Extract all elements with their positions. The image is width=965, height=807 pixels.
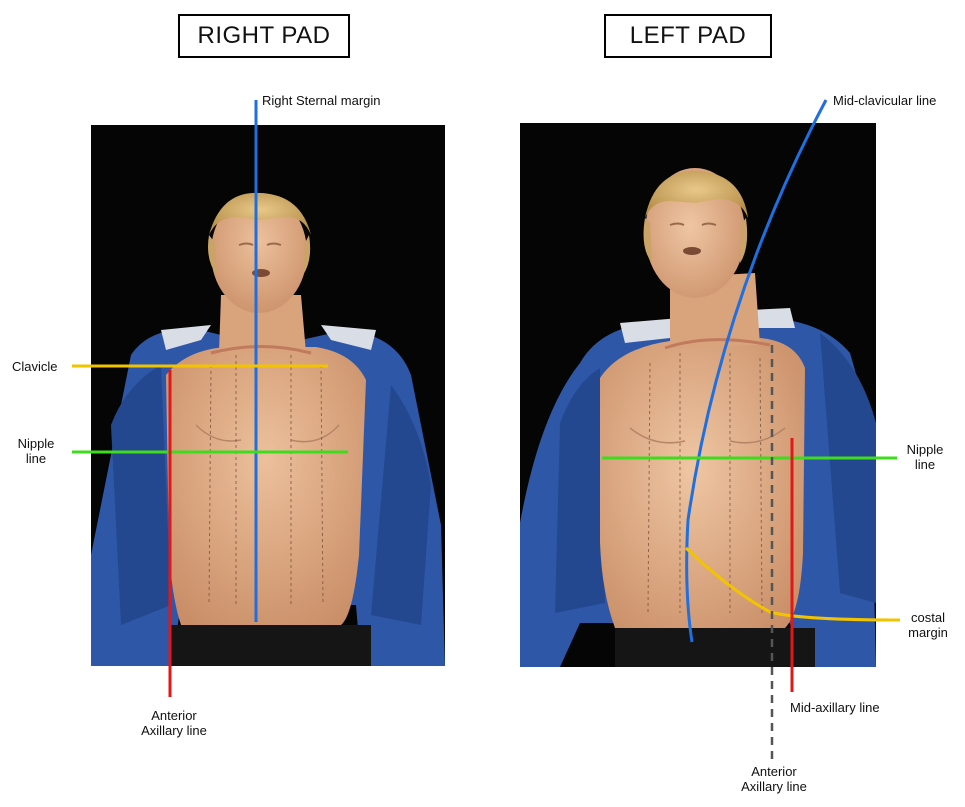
right-nipple-label-line2: line	[14, 451, 58, 466]
clavicle-label: Clavicle	[12, 359, 58, 374]
right-anterior-label-line1: Anterior	[120, 708, 228, 723]
left-anterior-label-line2: Axillary line	[722, 779, 826, 794]
right-nipple-line-label: Nipple line	[14, 436, 58, 466]
left-anterior-axillary-label: Anterior Axillary line	[722, 764, 826, 794]
mid-clavicular-line	[687, 100, 826, 642]
mid-axillary-label: Mid-axillary line	[790, 700, 880, 715]
right-sternal-margin-label: Right Sternal margin	[262, 93, 381, 108]
right-anterior-axillary-label: Anterior Axillary line	[120, 708, 228, 738]
right-anterior-label-line2: Axillary line	[120, 723, 228, 738]
left-nipple-label-line1: Nipple	[897, 442, 953, 457]
left-nipple-label-line2: line	[897, 457, 953, 472]
right-nipple-label-line1: Nipple	[14, 436, 58, 451]
left-nipple-line-label: Nipple line	[897, 442, 953, 472]
mid-clavicular-label: Mid-clavicular line	[833, 93, 936, 108]
costal-label-line1: costal	[900, 610, 956, 625]
costal-margin-label: costal margin	[900, 610, 956, 640]
left-anterior-label-line1: Anterior	[722, 764, 826, 779]
costal-label-line2: margin	[900, 625, 956, 640]
